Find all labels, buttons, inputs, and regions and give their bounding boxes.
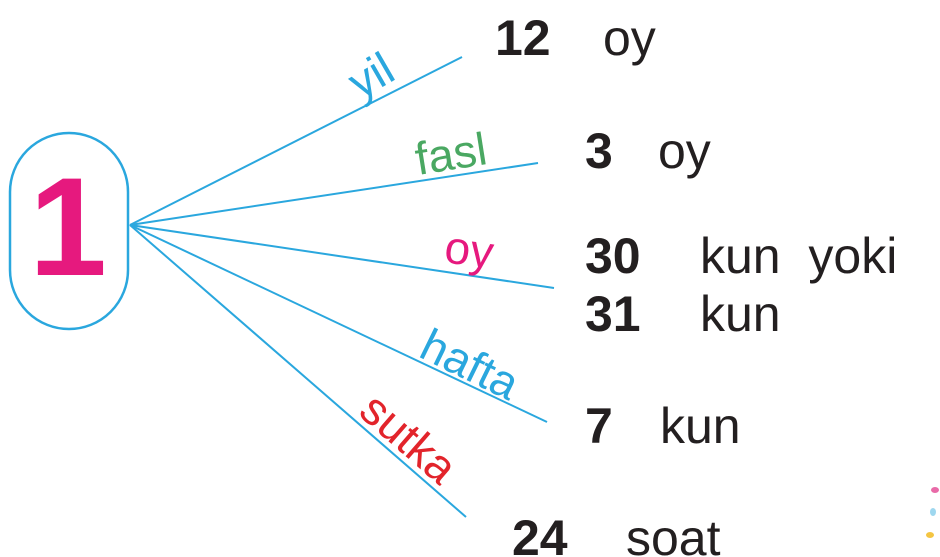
value-fasl: 3 oy <box>585 123 711 179</box>
value-unit: oy <box>658 123 711 179</box>
branch-label-hafta: hafta <box>413 318 528 410</box>
branch-line-sutka <box>129 224 467 518</box>
value-number: 12 <box>495 10 551 66</box>
branch-line-oy <box>129 224 555 289</box>
value-hafta: 7 kun <box>585 398 741 454</box>
branch-label-yil: yil <box>339 42 403 109</box>
value-number: 3 <box>585 123 613 179</box>
root-digit: 1 <box>29 148 107 305</box>
branch-line-fasl <box>129 162 539 226</box>
root-capsule <box>8 131 130 331</box>
value-oy: 30 kun yoki 31 kun <box>585 228 897 342</box>
value-yil: 12 oy <box>495 10 656 66</box>
branch-label-sutka: sutka <box>350 382 467 494</box>
value-unit: kun <box>660 398 741 454</box>
value-number: 30 <box>585 228 641 284</box>
branch-lines <box>129 56 555 518</box>
branch-line-yil <box>129 56 463 226</box>
value-unit: kun yoki <box>700 228 897 284</box>
branch-label-fasl: fasl <box>411 122 490 185</box>
value-number: 24 <box>512 510 568 557</box>
branch-line-hafta <box>129 224 548 423</box>
value-number-alt: 31 <box>585 286 641 342</box>
value-unit-alt: kun <box>700 286 781 342</box>
flower-decoration-icon <box>926 487 939 538</box>
value-sutka: 24 soat <box>512 510 721 557</box>
branch-label-oy: oy <box>442 220 497 278</box>
value-unit: soat <box>626 510 721 557</box>
value-number: 7 <box>585 398 613 454</box>
value-unit: oy <box>603 10 656 66</box>
